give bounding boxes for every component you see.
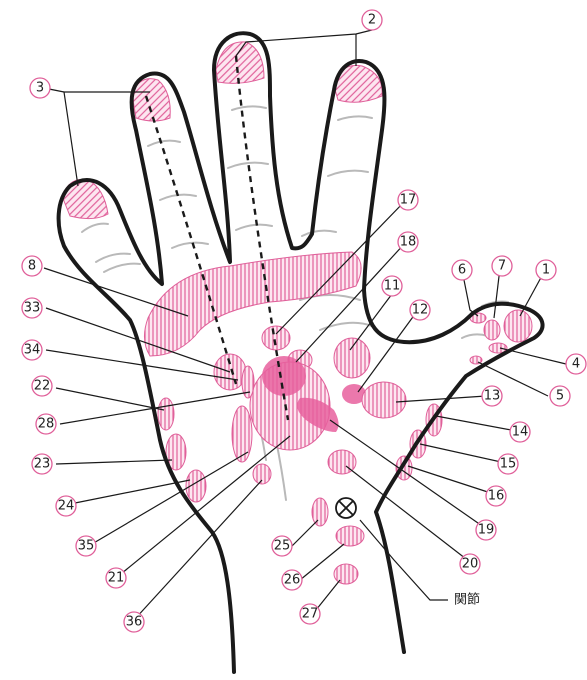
label-14: 14 xyxy=(512,425,529,440)
label-1: 1 xyxy=(542,263,550,278)
zone-33 xyxy=(262,326,290,350)
label-15: 15 xyxy=(500,457,517,472)
zone-13 xyxy=(362,382,406,418)
label-6: 6 xyxy=(458,263,466,278)
zone-36 xyxy=(253,464,271,484)
zone-2-ring-tip xyxy=(216,42,264,83)
zone-22 xyxy=(158,398,174,430)
label-16: 16 xyxy=(488,489,505,504)
joint-label: 関節 xyxy=(454,593,480,608)
label-36: 36 xyxy=(126,615,143,630)
zone-11 xyxy=(334,338,370,378)
label-18: 18 xyxy=(400,235,417,250)
label-24: 24 xyxy=(58,499,75,514)
zone-27 xyxy=(334,564,358,584)
label-22: 22 xyxy=(34,379,51,394)
zone-26 xyxy=(336,526,364,546)
label-13: 13 xyxy=(484,389,501,404)
number-labels xyxy=(22,10,586,632)
label-27: 27 xyxy=(302,607,319,622)
label-28: 28 xyxy=(38,417,55,432)
zone-8-band xyxy=(144,252,361,356)
label-3: 3 xyxy=(36,81,44,96)
zone-24 xyxy=(186,470,206,502)
label-23: 23 xyxy=(34,457,51,472)
zone-25 xyxy=(312,498,328,526)
label-34: 34 xyxy=(24,343,41,358)
label-33: 33 xyxy=(24,301,41,316)
joint-marker-icon xyxy=(336,498,356,518)
label-5: 5 xyxy=(556,389,564,404)
zone-35 xyxy=(232,406,252,462)
label-17: 17 xyxy=(400,193,417,208)
label-2: 2 xyxy=(368,13,376,28)
label-21: 21 xyxy=(108,571,125,586)
zone-18 xyxy=(262,356,306,396)
number-label-text: 2 3 1 6 7 8 17 18 11 12 33 34 4 5 22 13 … xyxy=(24,13,580,630)
label-26: 26 xyxy=(284,573,301,588)
label-35: 35 xyxy=(78,539,95,554)
label-25: 25 xyxy=(274,539,291,554)
label-7: 7 xyxy=(498,259,506,274)
label-12: 12 xyxy=(412,303,429,318)
label-11: 11 xyxy=(384,279,401,294)
label-20: 20 xyxy=(462,557,479,572)
zone-1 xyxy=(504,310,532,342)
label-4: 4 xyxy=(572,357,580,372)
zone-7 xyxy=(484,320,500,340)
label-19: 19 xyxy=(478,523,495,538)
label-8: 8 xyxy=(28,259,36,274)
